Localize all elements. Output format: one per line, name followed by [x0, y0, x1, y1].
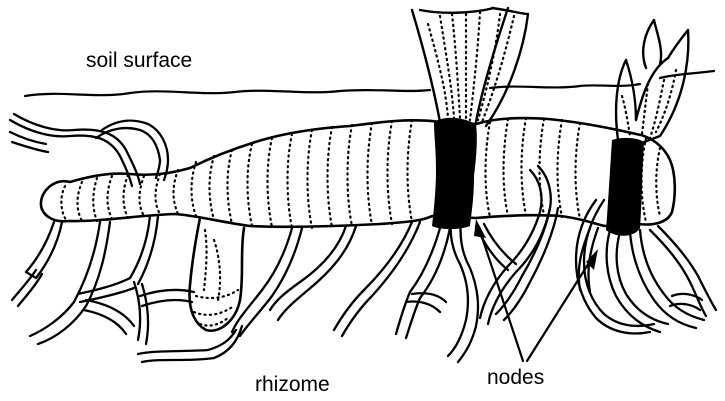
node-1 [432, 118, 477, 229]
label-nodes: nodes [487, 366, 544, 390]
label-rhizome: rhizome [255, 373, 330, 397]
label-soil-surface: soil surface [86, 49, 192, 73]
node-2 [606, 138, 644, 236]
arrow-head-1 [474, 219, 486, 238]
soil-surface-line [25, 71, 714, 96]
shoot-2 [616, 20, 688, 142]
shoot-1 [412, 8, 528, 126]
